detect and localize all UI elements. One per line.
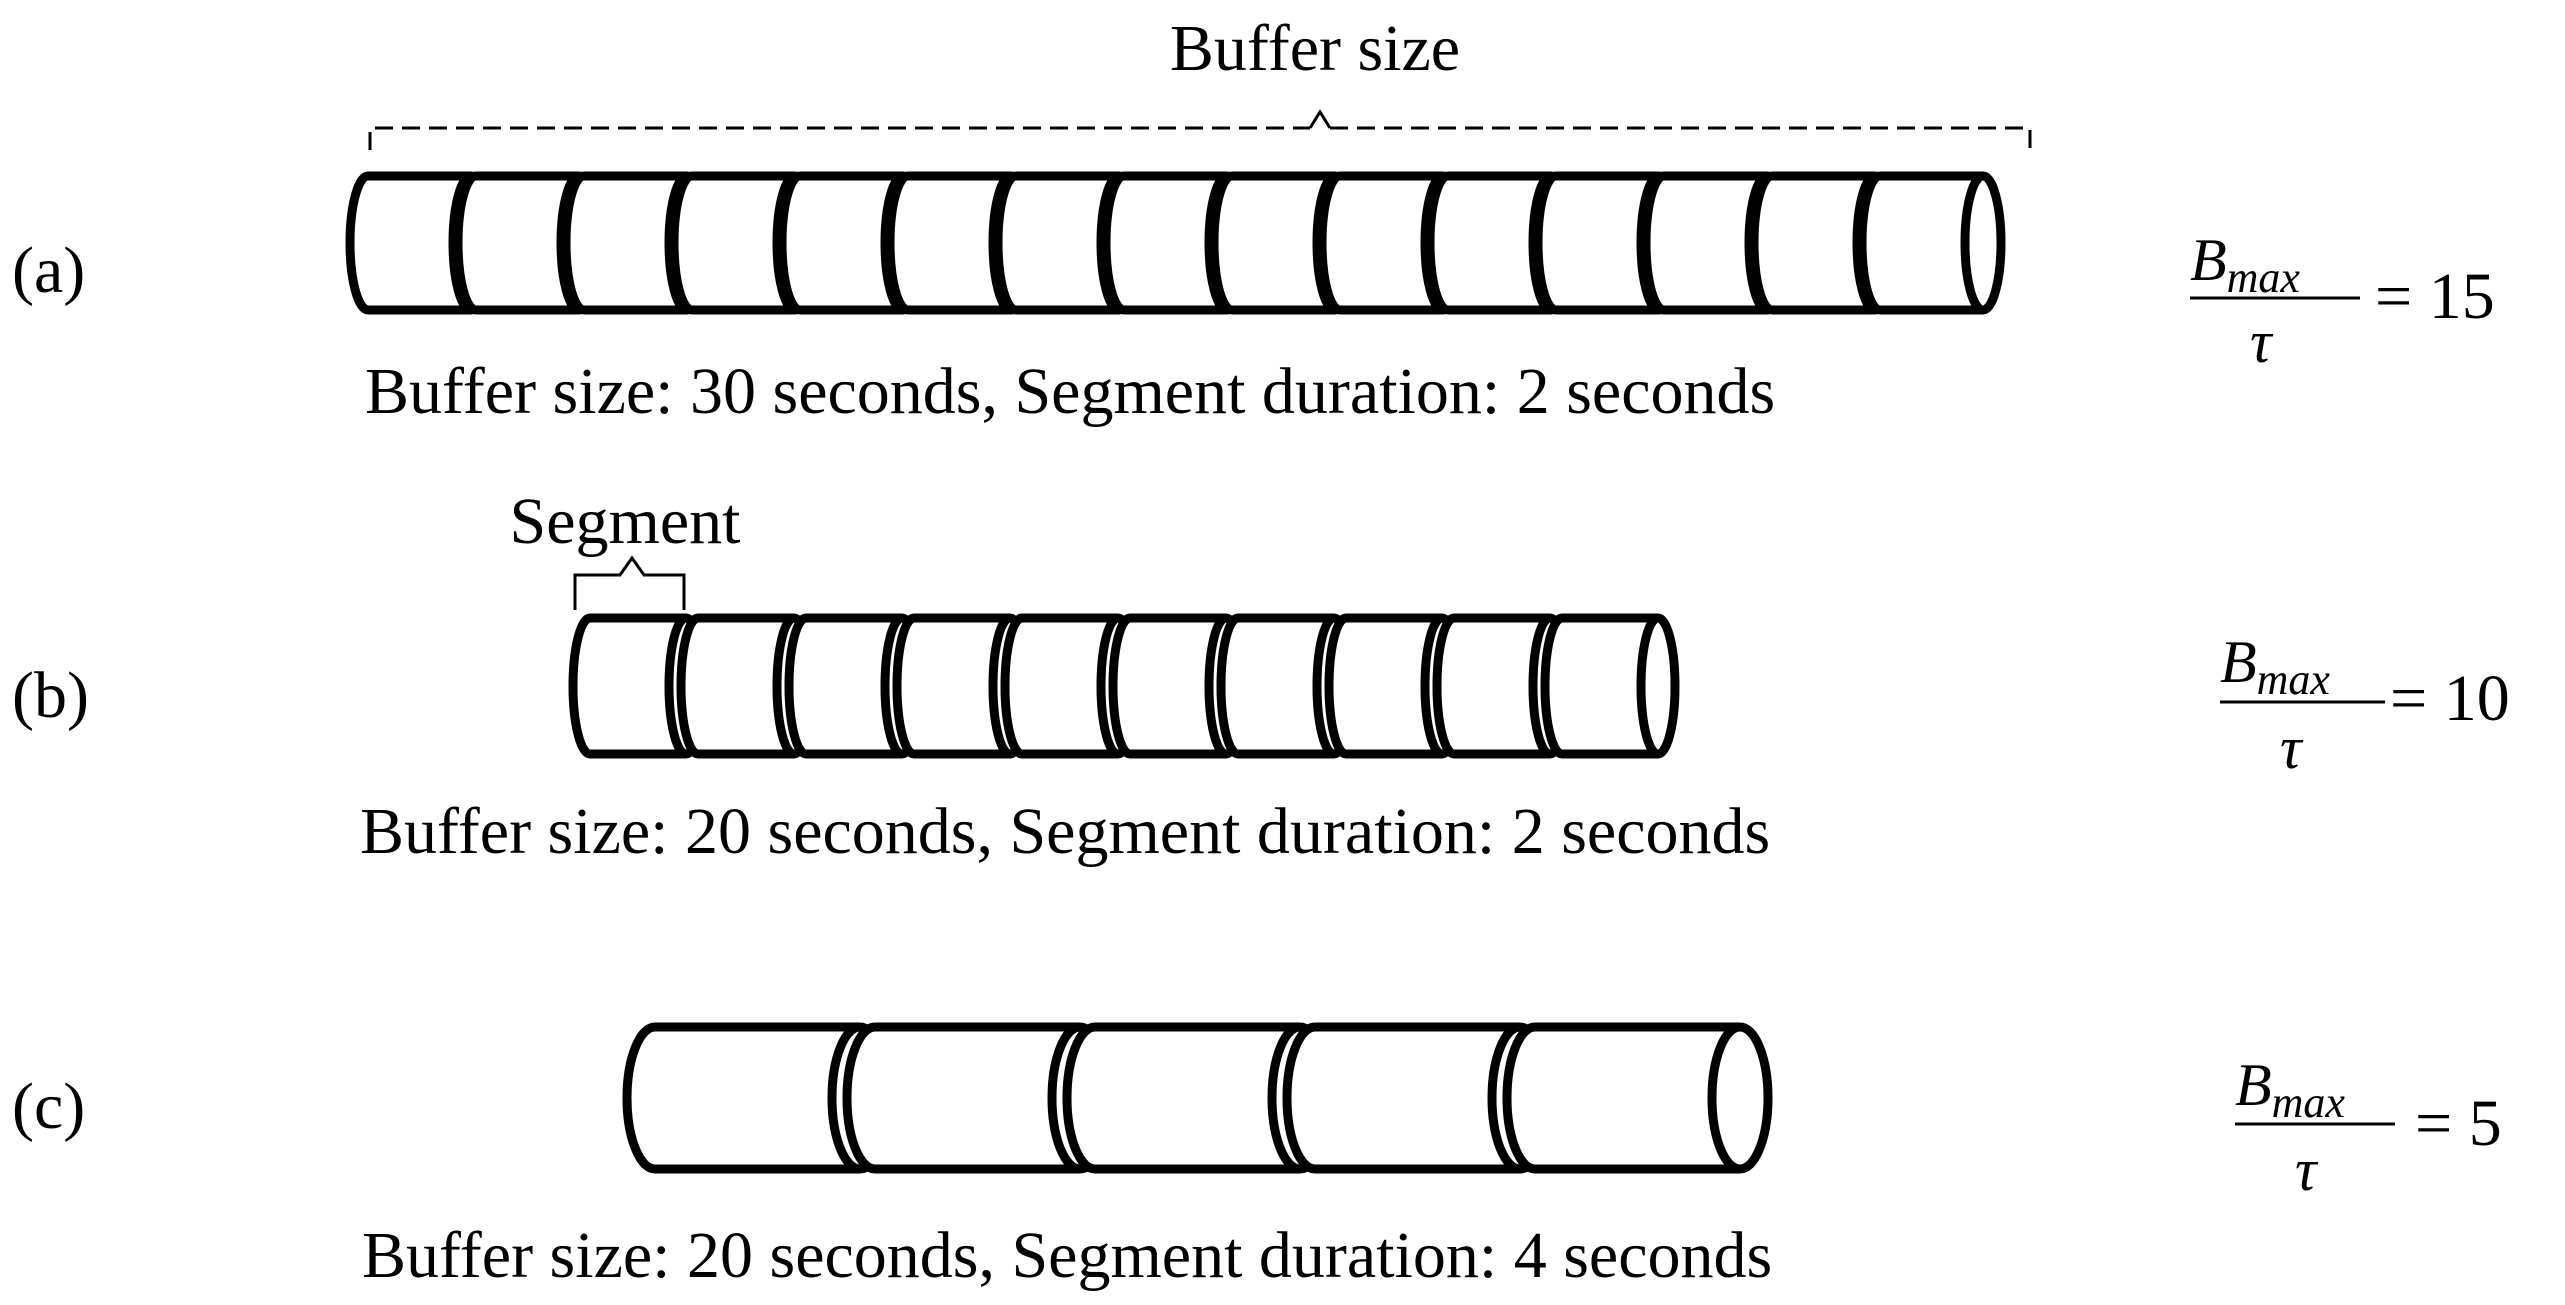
row-a: (a) Buffer size: 30 seconds, Segment dur… — [12, 171, 2495, 428]
segment-body — [885, 171, 1011, 315]
segment-body — [568, 613, 686, 759]
row-a-formula-numerator: Bmax — [2190, 227, 2300, 302]
buffer-segment — [1502, 1022, 1773, 1174]
segment-body — [777, 171, 903, 315]
segment-body — [892, 613, 1010, 759]
segment-body — [1000, 613, 1118, 759]
row-c-formula-numerator: Bmax — [2235, 1052, 2345, 1127]
segment-body — [1857, 171, 1983, 315]
row-b: (b) Buffer size: 20 seconds, Segment dur… — [12, 613, 2510, 868]
segment-body — [784, 613, 902, 759]
row-c-formula-denominator: τ — [2295, 1137, 2319, 1203]
segment-brace — [573, 555, 686, 610]
row-b-formula: Bmax τ = 10 — [2220, 629, 2510, 781]
segment-body — [1101, 171, 1227, 315]
row-b-formula-equals: = 10 — [2390, 662, 2510, 735]
row-a-formula: Bmax τ = 15 — [2190, 227, 2495, 375]
buffer-segment — [1857, 171, 2006, 315]
row-c-segments — [622, 1022, 1773, 1174]
segment-body — [1540, 613, 1658, 759]
buffer-segment — [1540, 613, 1680, 759]
segment-body — [1216, 613, 1334, 759]
row-b-label: (b) — [12, 659, 89, 732]
segment-body — [1062, 1022, 1300, 1174]
row-c-formula: Bmax τ = 5 — [2235, 1052, 2502, 1203]
buffer-size-annotation: Buffer size — [368, 12, 2032, 150]
segment-end-cap — [1636, 613, 1680, 759]
row-b-segments — [568, 613, 1680, 759]
segment-body — [1282, 1022, 1520, 1174]
segment-body — [1533, 171, 1659, 315]
segment-body — [1209, 171, 1335, 315]
segment-body — [1749, 171, 1875, 315]
segment-body — [1324, 613, 1442, 759]
segment-body — [669, 171, 795, 315]
segment-body — [676, 613, 794, 759]
segment-annotation: Segment — [510, 485, 741, 610]
segment-body — [1432, 613, 1550, 759]
buffer-size-bracket-tip — [1308, 109, 1332, 129]
row-a-caption: Buffer size: 30 seconds, Segment duratio… — [365, 355, 1775, 428]
buffer-size-bracket — [368, 126, 2032, 150]
row-c-formula-equals: = 5 — [2415, 1087, 2502, 1160]
segment-body — [1641, 171, 1767, 315]
segment-end-cap — [1707, 1022, 1773, 1174]
segment-body — [1317, 171, 1443, 315]
row-c-label: (c) — [12, 1070, 85, 1143]
row-b-formula-denominator: τ — [2280, 715, 2304, 781]
row-c: (c) Buffer size: 20 seconds, Segment dur… — [12, 1022, 2502, 1292]
segment-end-cap — [1960, 171, 2006, 315]
segment-body — [1502, 1022, 1740, 1174]
buffer-size-annotation-label: Buffer size — [1170, 12, 1460, 85]
segment-body — [561, 171, 687, 315]
row-b-formula-numerator: Bmax — [2220, 629, 2330, 704]
segment-body — [345, 171, 471, 315]
row-b-caption: Buffer size: 20 seconds, Segment duratio… — [360, 795, 1770, 868]
segment-body — [1108, 613, 1226, 759]
segment-body — [842, 1022, 1080, 1174]
buffer-segment — [1108, 613, 1248, 759]
row-a-segments — [345, 171, 2006, 315]
segment-body — [1425, 171, 1551, 315]
row-c-caption: Buffer size: 20 seconds, Segment duratio… — [362, 1219, 1772, 1292]
segment-annotation-label: Segment — [510, 485, 741, 558]
segment-body — [622, 1022, 860, 1174]
segment-body — [993, 171, 1119, 315]
row-a-label: (a) — [12, 234, 85, 307]
row-a-formula-denominator: τ — [2250, 309, 2274, 375]
segment-body — [453, 171, 579, 315]
row-a-formula-equals: = 15 — [2375, 260, 2495, 333]
